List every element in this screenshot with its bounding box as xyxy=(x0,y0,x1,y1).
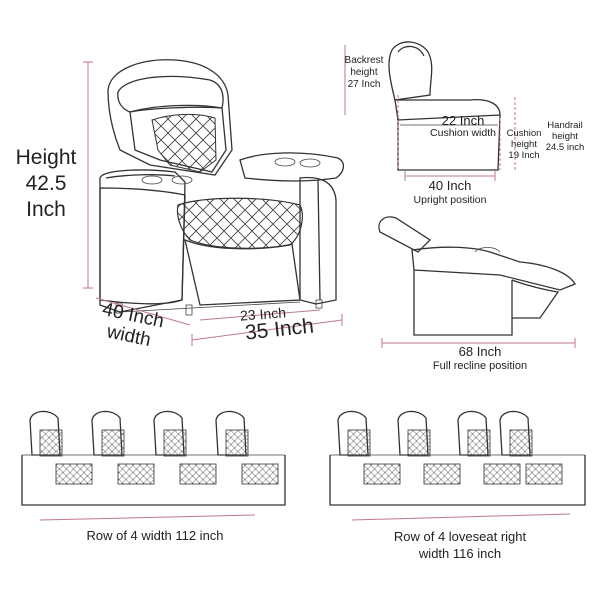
upright-label: 40 Inch Upright position xyxy=(390,179,510,207)
side-upright-drawing xyxy=(344,41,516,181)
handrail-line3: 24.5 inch xyxy=(545,142,585,153)
cushion-height-label: Cushion height 19 Inch xyxy=(504,128,544,161)
row4-caption: Row of 4 width 112 inch xyxy=(86,528,224,543)
backrest-line1: Backrest xyxy=(344,55,384,66)
backrest-height-label: Backrest height 27 Inch xyxy=(334,55,394,91)
cushion-height-line3: 19 Inch xyxy=(508,150,540,161)
recline-label: 68 Inch Full recline position xyxy=(415,344,545,374)
cushion-width-value: 22 Inch xyxy=(441,113,485,128)
cushion-height-line2: height xyxy=(511,139,537,150)
row-of-4-loveseat-drawing xyxy=(329,410,586,521)
upright-value: 40 Inch xyxy=(428,178,472,193)
height-label-line3: Inch xyxy=(26,198,66,221)
height-label-line2: 42.5 xyxy=(25,172,67,195)
recline-text: Full recline position xyxy=(432,360,528,372)
upright-text: Upright position xyxy=(413,194,487,206)
backrest-line2: height xyxy=(350,67,378,78)
front-chair-drawing xyxy=(99,59,345,316)
row-of-4-drawing xyxy=(21,410,286,521)
height-label-line1: Height xyxy=(15,146,77,169)
cushion-height-line1: Cushion xyxy=(506,128,542,139)
loveseat-caption: Row of 4 loveseat right width 116 inch xyxy=(330,528,590,562)
handrail-line2: height xyxy=(552,131,578,142)
loveseat-caption-line1: Row of 4 loveseat right xyxy=(393,529,527,544)
height-label: Height 42.5 Inch xyxy=(6,145,86,223)
front-dimension-lines xyxy=(83,61,343,346)
recline-drawing xyxy=(378,216,576,348)
loveseat-caption-line2: width 116 inch xyxy=(418,546,502,561)
recline-value: 68 Inch xyxy=(458,344,502,359)
backrest-line3: 27 Inch xyxy=(347,79,381,90)
cushion-width-label: 22 Inch Cushion width xyxy=(418,114,508,140)
handrail-line1: Handrail xyxy=(547,120,583,131)
cushion-width-text: Cushion width xyxy=(430,127,496,139)
handrail-height-label: Handrail height 24.5 inch xyxy=(540,120,590,153)
